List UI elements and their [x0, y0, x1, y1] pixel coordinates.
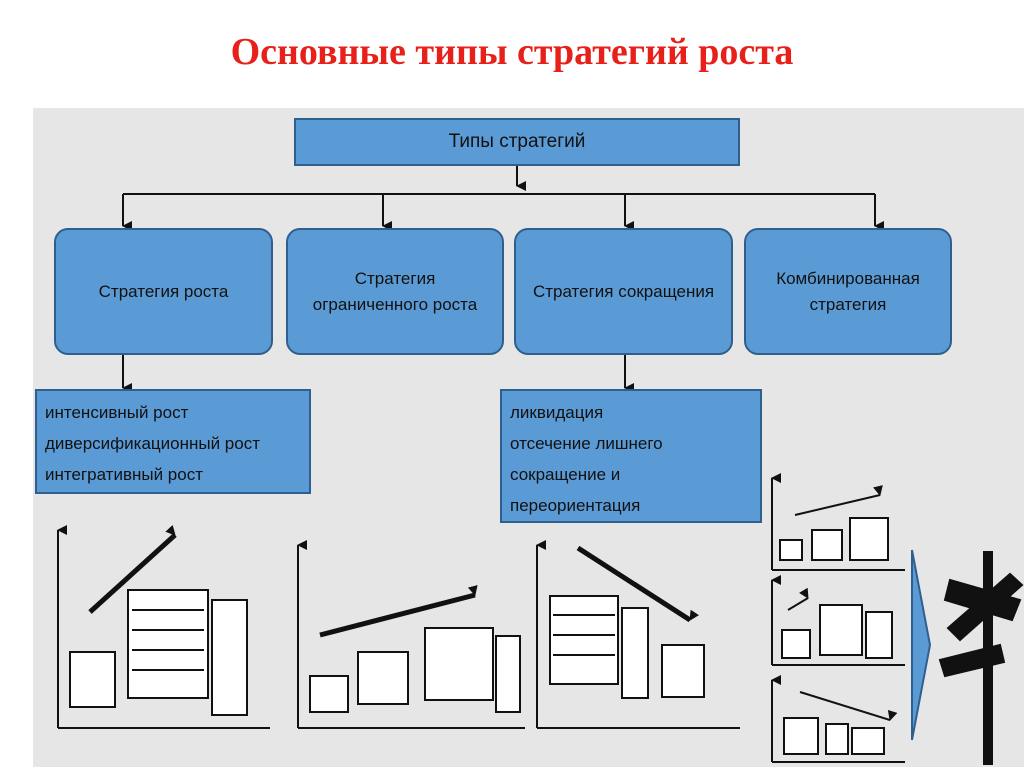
growth-subtypes-box: интенсивный рост диверсификационный рост…	[35, 389, 311, 494]
strategy-types-box: Типы стратегий	[294, 118, 740, 166]
growth-subtype-item: интегративный рост	[45, 465, 204, 484]
growth-illustration	[57, 524, 270, 729]
limited-growth-illustration	[297, 540, 525, 729]
growth-subtype-item: диверсификационный рост	[45, 434, 261, 453]
crossroads-signpost-icon	[938, 551, 1024, 765]
reduction-illustration	[536, 540, 740, 729]
reduction-subtype-item: переориентация	[510, 496, 641, 515]
page-title: Основные типы стратегий роста	[230, 31, 794, 73]
reduction-subtypes-box: ликвидация отсечение лишнего сокращение …	[500, 389, 762, 523]
limited-growth-strategy-box: Стратегия ограниченного роста	[286, 228, 504, 355]
growth-strategy-box: Стратегия роста	[54, 228, 273, 355]
combined-illustration	[771, 473, 1024, 765]
reduction-subtype-item: ликвидация	[510, 403, 604, 422]
reduction-subtype-item: отсечение лишнего	[510, 434, 663, 453]
growth-subtype-item: интенсивный рост	[45, 403, 189, 422]
tree-connectors	[122, 166, 884, 393]
reduction-strategy-box: Стратегия сокращения	[514, 228, 733, 355]
reduction-subtype-item: сокращение и	[510, 465, 621, 484]
combined-strategy-box: Комбинированная стратегия	[744, 228, 952, 355]
